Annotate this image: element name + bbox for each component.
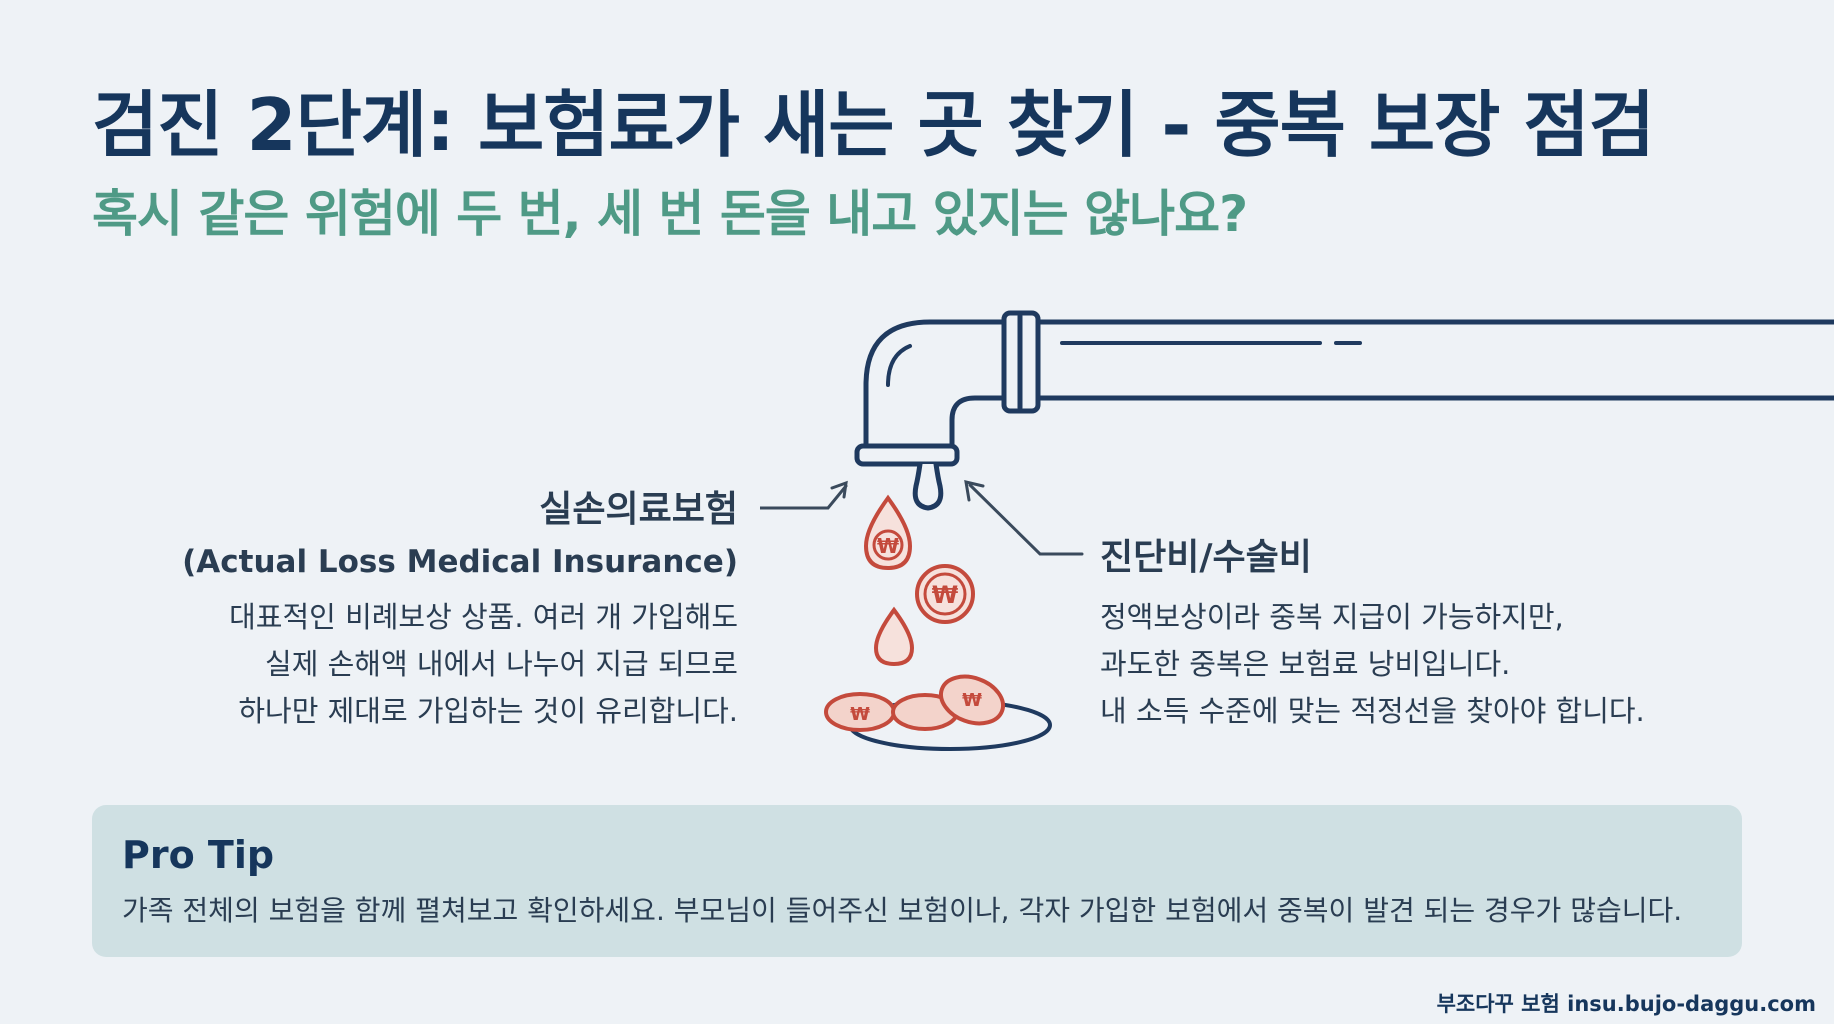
won-symbol-coin: ₩ — [932, 581, 959, 609]
coin-drops — [863, 494, 975, 667]
page-subtitle: 혹시 같은 위험에 두 번, 세 번 돈을 내고 있지는 않나요? — [92, 185, 1248, 243]
pipe-graphic — [854, 310, 1834, 511]
won-symbol-coin-a: ₩ — [850, 704, 870, 725]
won-symbol-coin-b: ₩ — [962, 690, 982, 711]
diagnosis-surgery-panel: 진단비/수술비 정액보상이라 중복 지급이 가능하지만, 과도한 중복은 보험료… — [1100, 528, 1760, 735]
diagnosis-surgery-line: 내 소득 수준에 맞는 적정선을 찾아야 합니다. — [1100, 694, 1645, 728]
actual-loss-line: 실제 손해액 내에서 나누어 지급 되므로 — [265, 647, 738, 681]
actual-loss-line: 대표적인 비례보상 상품. 여러 개 가입해도 — [229, 600, 738, 634]
leaking-faucet-illustration: ₩ ₩ ₩ ₩ — [760, 310, 1834, 751]
coin-puddle — [824, 674, 1052, 751]
actual-loss-heading: 실손의료보험 — [539, 489, 738, 530]
actual-loss-line: 하나만 제대로 가입하는 것이 유리합니다. — [238, 694, 738, 728]
actual-loss-heading-en: (Actual Loss Medical Insurance) — [182, 544, 738, 580]
arrow-right-graphic — [964, 480, 1084, 556]
footer-credit: 부조다꾸 보험 insu.bujo-daggu.com — [1436, 992, 1816, 1016]
pro-tip-text: 가족 전체의 보험을 함께 펼쳐보고 확인하세요. 부모님이 들어주신 보험이나… — [122, 894, 1683, 927]
pro-tip-title: Pro Tip — [122, 833, 275, 877]
won-symbol-drop: ₩ — [877, 534, 899, 558]
pro-tip-box: Pro Tip 가족 전체의 보험을 함께 펼쳐보고 확인하세요. 부모님이 들… — [92, 805, 1742, 957]
diagnosis-surgery-line: 정액보상이라 중복 지급이 가능하지만, — [1100, 600, 1564, 634]
arrow-left-graphic — [760, 480, 848, 510]
actual-loss-insurance-panel: 실손의료보험 (Actual Loss Medical Insurance) 대… — [118, 480, 738, 735]
diagnosis-surgery-line: 과도한 중복은 보험료 낭비입니다. — [1100, 647, 1511, 681]
page-title: 검진 2단계: 보험료가 새는 곳 찾기 - 중복 보장 점검 — [92, 83, 1655, 167]
diagnosis-surgery-heading: 진단비/수술비 — [1100, 537, 1312, 578]
